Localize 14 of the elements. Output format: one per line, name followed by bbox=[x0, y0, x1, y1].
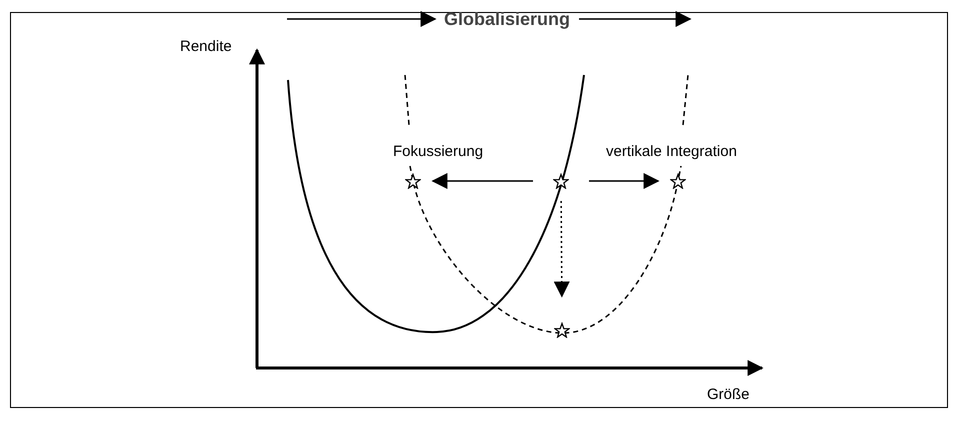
axis-label: Rendite bbox=[180, 38, 232, 56]
arrow bbox=[589, 173, 660, 189]
heading-text: Globalisierung bbox=[437, 8, 577, 30]
arrow bbox=[554, 201, 570, 298]
star-marker bbox=[405, 173, 421, 189]
arrow bbox=[431, 173, 533, 189]
curve-label: vertikale Integration bbox=[606, 143, 737, 161]
axis-label: Größe bbox=[707, 386, 750, 404]
arrow bbox=[579, 11, 692, 27]
star-marker bbox=[670, 173, 686, 189]
star-marker bbox=[553, 173, 569, 189]
curve-label: Fokussierung bbox=[393, 143, 484, 161]
star-marker bbox=[554, 322, 570, 338]
arrow bbox=[287, 11, 437, 27]
